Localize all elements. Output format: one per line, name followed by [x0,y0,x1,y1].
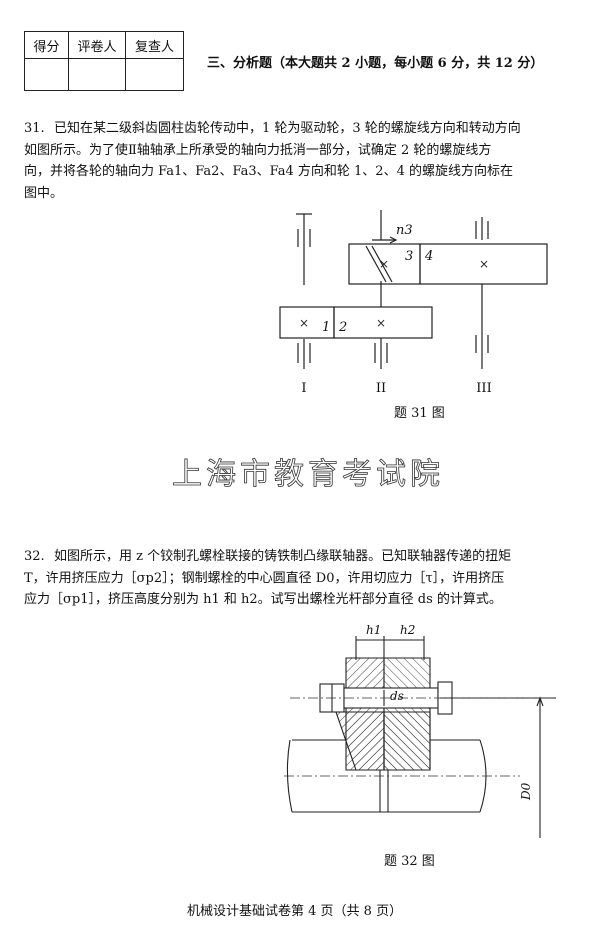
speed-label: n3 [396,223,413,238]
svg-text:×: × [479,257,489,271]
reviewer-cell[interactable] [125,58,184,91]
reviewer-header: 复查人 [125,31,184,59]
question-31: 31. 已知在某二级斜齿圆柱齿轮传动中，1 轮为驱动轮，3 轮的螺旋线方向和转动… [24,118,594,208]
coupling-figure: h1 h2 ds D0 [284,623,556,838]
figure-32-caption: 题 32 图 [384,854,435,869]
gear-label: 4 [424,249,433,264]
question-text-line: 向，并将各轮的轴向力 Fa1、Fa2、Fa3、Fa4 方向和轮 1、2、4 的螺… [24,164,513,179]
dim-label: ds [390,689,404,703]
svg-text:×: × [379,257,389,271]
score-header: 得分 [24,31,69,59]
shaft-label: II [376,381,386,395]
svg-text:×: × [299,316,309,330]
svg-text:×: × [376,316,386,330]
question-number: 31. [24,121,45,136]
score-cell[interactable] [24,58,69,91]
figure-31-caption: 题 31 图 [394,406,445,421]
grader-cell[interactable] [68,58,126,91]
question-number: 32. [24,549,45,564]
shaft-label: III [476,381,491,395]
question-text-line: 如图所示，用 z 个铰制孔螺栓联接的铸铁制凸缘联轴器。已知联轴器传递的扭矩 [54,549,512,564]
dim-label: D0 [519,782,533,801]
gear-label: 2 [338,320,347,335]
gear-2 [333,306,433,339]
question-text-line: 应力［σp1］，挤压高度分别为 h1 和 h2。试写出螺栓光杆部分直径 ds 的… [24,592,502,607]
question-text-line: 如图所示。为了使Ⅱ轴轴承上所承受的轴向力抵消一部分，试确定 2 轮的螺旋线方 [24,142,492,158]
gear-train-figure: × × × × 1 2 3 4 n3 I II III [279,210,548,395]
dim-label: h1 [366,623,381,637]
watermark: 上海市教育考试院 [172,457,444,493]
dim-label: h2 [400,623,415,637]
section-title: 三、分析题（本大题共 2 小题，每小题 6 分，共 12 分） [207,56,544,71]
page-footer: 机械设计基础试卷第 4 页（共 8 页） [187,904,403,919]
question-text-line: 已知在某二级斜齿圆柱齿轮传动中，1 轮为驱动轮，3 轮的螺旋线方向和转动方向 [54,121,521,136]
question-32: 32. 如图所示，用 z 个铰制孔螺栓联接的铸铁制凸缘联轴器。已知联轴器传递的扭… [24,546,594,616]
gear-label: 1 [322,320,330,335]
score-table: 得分 评卷人 复查人 [24,31,184,91]
question-text-line: 图中。 [24,185,64,201]
gear-label: 3 [405,249,413,264]
gear-4 [419,243,548,285]
shaft-label: I [301,381,306,395]
grader-header: 评卷人 [68,31,126,59]
question-text-line: T，许用挤压应力［σp2］；钢制螺栓的中心圆直径 D0，许用切应力［τ］，许用挤… [24,570,505,586]
